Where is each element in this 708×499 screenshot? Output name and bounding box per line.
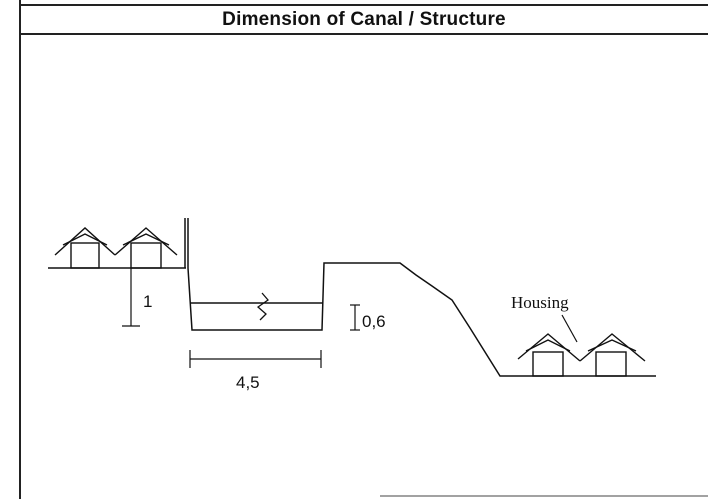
depth-dimension-left (122, 268, 140, 327)
title-band: Dimension of Canal / Structure (20, 4, 708, 35)
canal-width-label: 4,5 (236, 373, 260, 392)
page-title: Dimension of Canal / Structure (222, 8, 506, 30)
housing-pointer-line (561, 314, 578, 343)
right-house-1 (517, 333, 581, 377)
water-depth-label: 0,6 (362, 312, 386, 331)
right-house-2 (579, 333, 646, 377)
water-level-symbol (256, 292, 269, 321)
left-house-1 (54, 227, 116, 269)
left-house-2 (114, 227, 178, 269)
canal-profile-line (187, 262, 656, 377)
water-depth-dimension (350, 304, 360, 331)
width-dimension (189, 350, 322, 368)
depth-left-label: 1 (143, 292, 152, 311)
housing-label: Housing (511, 293, 569, 312)
